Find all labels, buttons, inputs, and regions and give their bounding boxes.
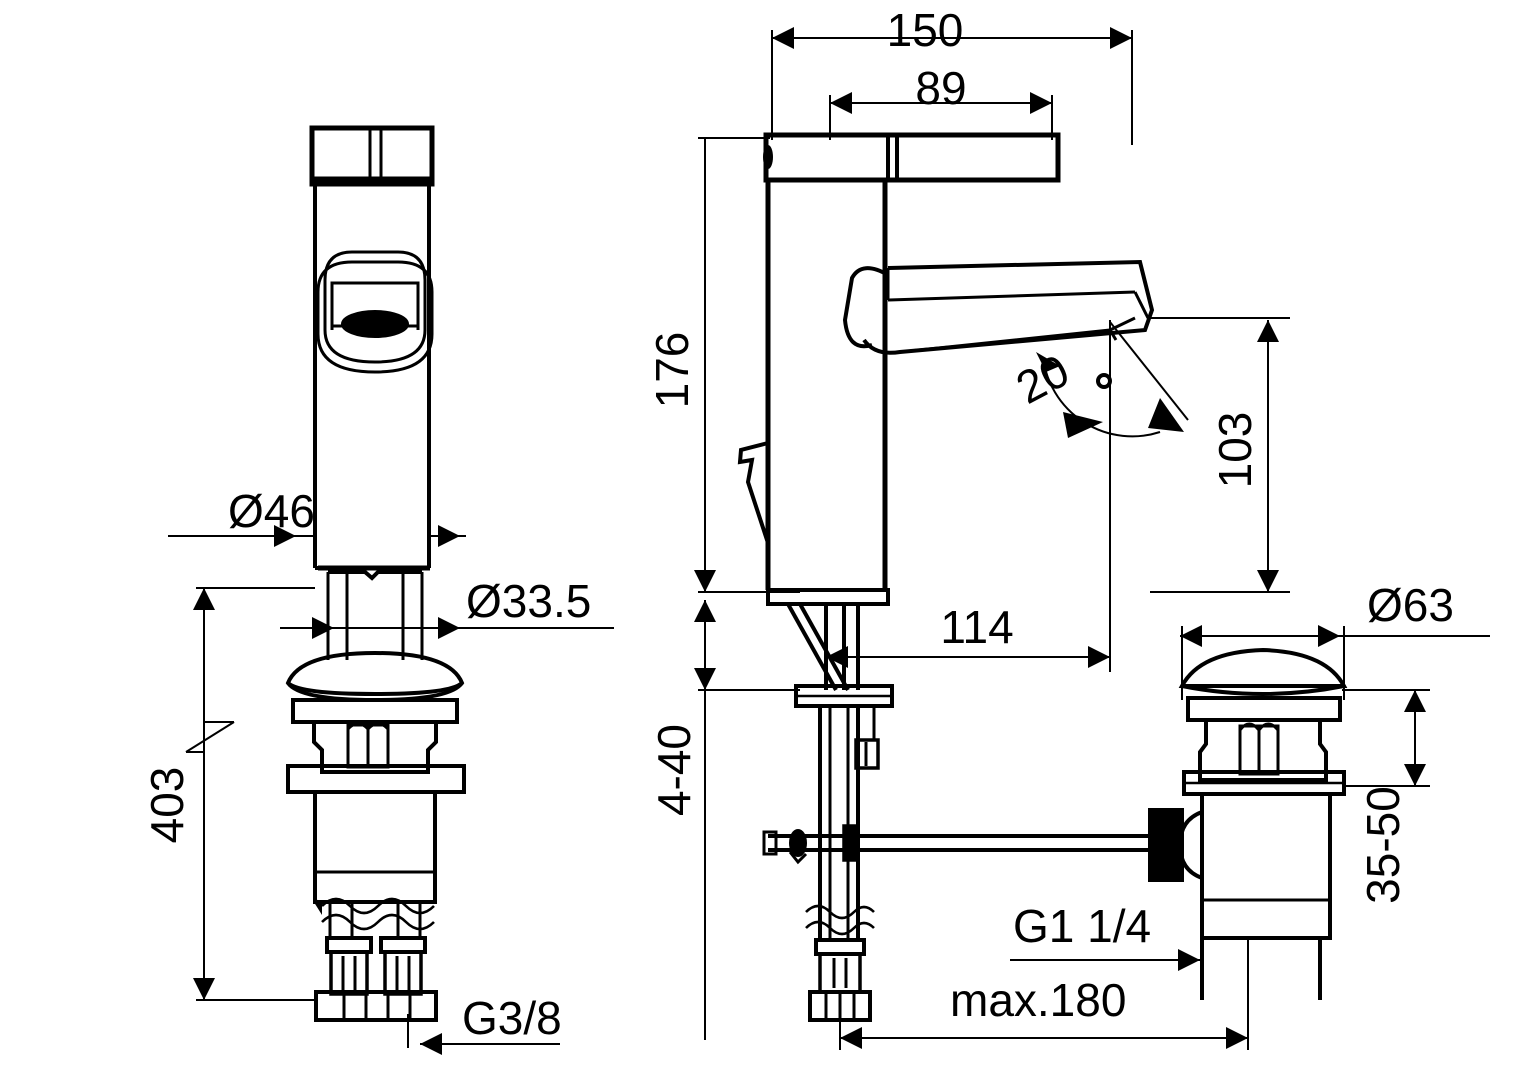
center-lever-handle — [763, 132, 1061, 183]
dim-103-label: 103 — [1209, 412, 1261, 489]
left-flange-plate — [286, 764, 466, 794]
dim-114-label: 114 — [940, 601, 1013, 653]
center-spout — [842, 259, 1155, 355]
right-view-waste-assembly — [1148, 647, 1348, 1000]
dim-89-group — [829, 92, 1053, 140]
waste-cap-rim — [1186, 696, 1342, 722]
dim-89-label: 89 — [915, 62, 966, 114]
dim-max180-label: max.180 — [950, 974, 1126, 1026]
left-spout-front-face — [316, 250, 434, 374]
left-washer-dome — [285, 650, 465, 724]
dim-max180-group — [839, 938, 1249, 1050]
dim-20deg-group — [1036, 320, 1189, 480]
dim-d63-label: Ø63 — [1367, 579, 1454, 631]
dim-4-40-label: 4-40 — [648, 724, 700, 816]
waste-flange — [1182, 770, 1346, 796]
center-body-column — [765, 177, 888, 590]
center-lower-stem — [818, 704, 880, 940]
waste-side-port — [1148, 808, 1203, 882]
dim-35-50-group — [1342, 689, 1430, 787]
center-break-symbol — [805, 904, 875, 936]
center-mounting-bracket — [786, 603, 860, 691]
dim-20deg-label: 20 — [1008, 344, 1078, 414]
center-view-faucet-side — [737, 132, 1160, 1022]
left-supply-connectors — [314, 936, 438, 1022]
dim-d46-group — [168, 520, 466, 560]
dim-d63-group — [1180, 625, 1490, 700]
left-body-column — [313, 184, 431, 570]
dim-176-label: 176 — [646, 332, 698, 409]
waste-body-barrel — [1200, 794, 1332, 1000]
center-pull-rod — [762, 824, 1160, 865]
dim-403-label: 403 — [141, 767, 193, 844]
dim-d335-group — [280, 612, 614, 648]
waste-cap-dome — [1178, 647, 1348, 696]
center-side-tab — [737, 441, 770, 544]
dim-176-group — [694, 137, 800, 593]
dim-g114-group — [1010, 930, 1203, 971]
left-handle-cap — [309, 125, 435, 187]
left-supply-hoses — [321, 897, 435, 940]
dim-35-50-label: 35-50 — [1357, 786, 1409, 904]
left-cartridge-barrel — [313, 790, 437, 915]
dim-d46-label: Ø46 — [228, 485, 315, 537]
center-bottom-connector — [808, 938, 872, 1022]
dim-103-group — [1150, 317, 1290, 593]
dim-150-label: 150 — [887, 4, 964, 56]
dim-4-40-group — [694, 600, 800, 1040]
dim-403-group — [185, 587, 318, 1001]
dim-150-group — [771, 27, 1133, 145]
dim-d335-label: Ø33.5 — [466, 575, 591, 627]
center-deck-plate — [794, 684, 894, 708]
left-shank — [318, 565, 430, 660]
dim-g114-label: G1 1/4 — [1013, 900, 1151, 952]
left-view-faucet-front — [285, 125, 466, 1022]
dim-g38-group — [407, 1014, 560, 1055]
dim-g38-label: G3/8 — [462, 992, 562, 1044]
